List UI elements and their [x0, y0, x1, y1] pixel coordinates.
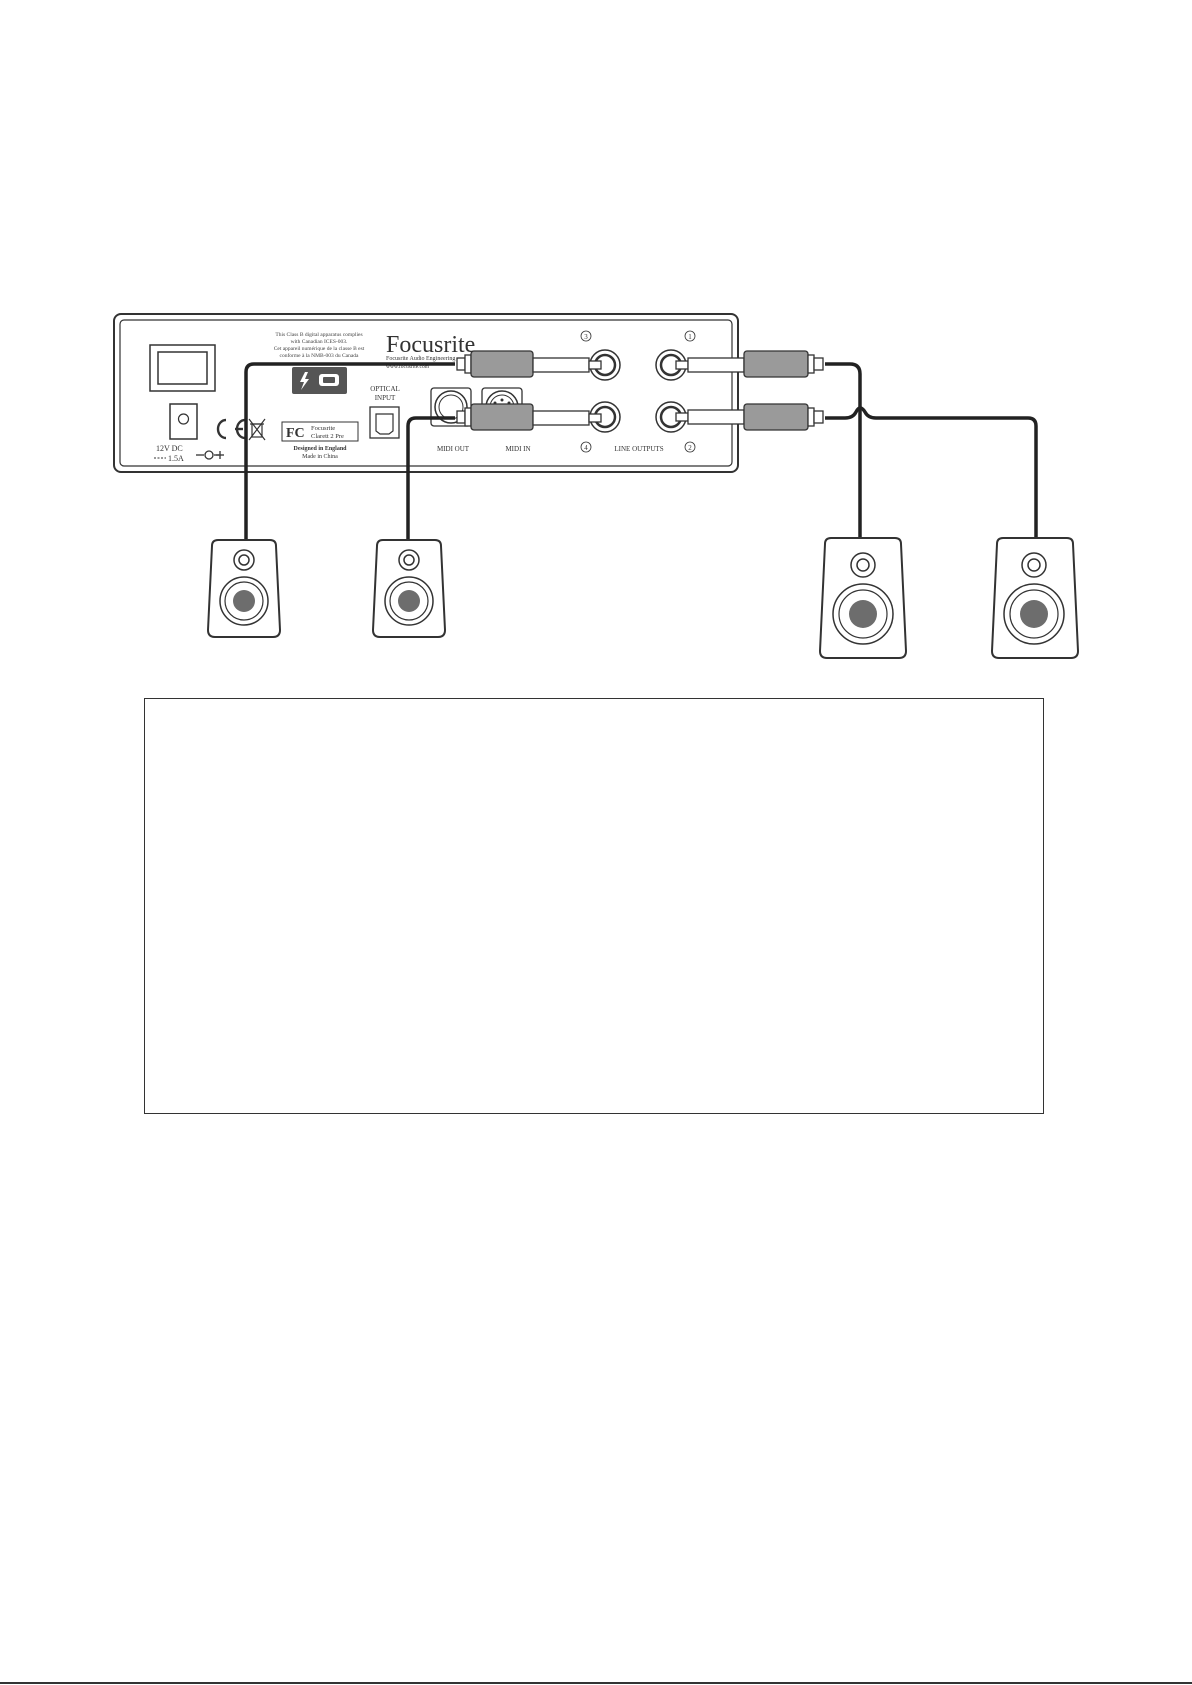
crossed-bin-icon — [248, 418, 266, 441]
speaker-3 — [818, 537, 908, 659]
svg-text:4: 4 — [584, 444, 588, 452]
fcc-label: FC Focusrite Clarett 2 Pre — [281, 421, 359, 442]
optical-input-label-1: OPTICAL — [370, 385, 400, 393]
plug-output-4 — [456, 403, 602, 431]
thunderbolt-port[interactable] — [292, 367, 347, 394]
power-switch[interactable] — [149, 344, 216, 392]
compliance-line-1: This Class B digital apparatus complies — [275, 332, 362, 338]
compliance-line-4: conforme à la NMB-003 du Canada — [280, 352, 360, 359]
origin-line2: Made in China — [302, 454, 338, 460]
cable-output-3 — [244, 362, 455, 542]
plug-output-2 — [675, 403, 824, 431]
interface-rear-panel: 12V DC 1.5A This Class B digital apparat… — [113, 313, 739, 473]
plug-output-1 — [675, 350, 824, 378]
brand-website: www.focusrite.com — [386, 363, 430, 370]
power-rating-line1: 12V DC — [156, 444, 183, 453]
ce-mark-icon — [216, 418, 246, 440]
svg-text:3: 3 — [584, 333, 588, 341]
footer-rule — [0, 1682, 1192, 1684]
power-rating-line2: 1.5A — [168, 454, 184, 463]
optical-input-label-2: INPUT — [375, 394, 396, 402]
connection-diagram: 12V DC 1.5A This Class B digital apparat… — [113, 313, 1080, 659]
dc-power-jack[interactable] — [169, 403, 198, 440]
line-output-3-jack[interactable] — [589, 349, 621, 381]
optical-input-port[interactable] — [369, 406, 400, 439]
output-number-3: 3 — [580, 330, 592, 342]
speaker-4 — [990, 537, 1080, 659]
output-number-2: 2 — [684, 441, 696, 453]
cable-output-1 — [825, 362, 862, 538]
compliance-line-2: with Canadian ICES-003. — [291, 339, 348, 345]
svg-text:1: 1 — [688, 333, 692, 341]
origin-line1: Designed in England — [293, 446, 347, 452]
speaker-2 — [371, 539, 447, 638]
svg-text:2: 2 — [688, 444, 692, 452]
speaker-cables — [244, 362, 1038, 542]
speaker-1 — [206, 539, 282, 638]
fcc-model-line2: Clarett 2 Pre — [311, 433, 344, 440]
lightning-bolt-icon — [300, 372, 309, 390]
fcc-model-line1: Focusrite — [311, 425, 335, 432]
brand-logo: Focusrite — [386, 332, 475, 358]
midi-in-label: MIDI IN — [505, 445, 530, 453]
midi-out-label: MIDI OUT — [437, 445, 470, 453]
cable-output-2 — [825, 406, 1038, 538]
line-outputs-label: LINE OUTPUTS — [614, 445, 663, 453]
jack-plugs — [456, 350, 824, 431]
compliance-line-3: Cet appareil numérique de la classe B es… — [274, 346, 365, 352]
brand-subtitle: Focusrite Audio Engineering — [386, 356, 455, 362]
plug-output-3 — [456, 350, 602, 378]
output-number-1: 1 — [684, 330, 696, 342]
line-output-2-jack[interactable] — [655, 401, 687, 433]
output-number-4: 4 — [580, 441, 592, 453]
cable-output-4 — [406, 416, 455, 542]
empty-note-box — [144, 698, 1044, 1114]
svg-text:FC: FC — [286, 426, 305, 441]
dc-polarity-icon — [196, 450, 224, 460]
